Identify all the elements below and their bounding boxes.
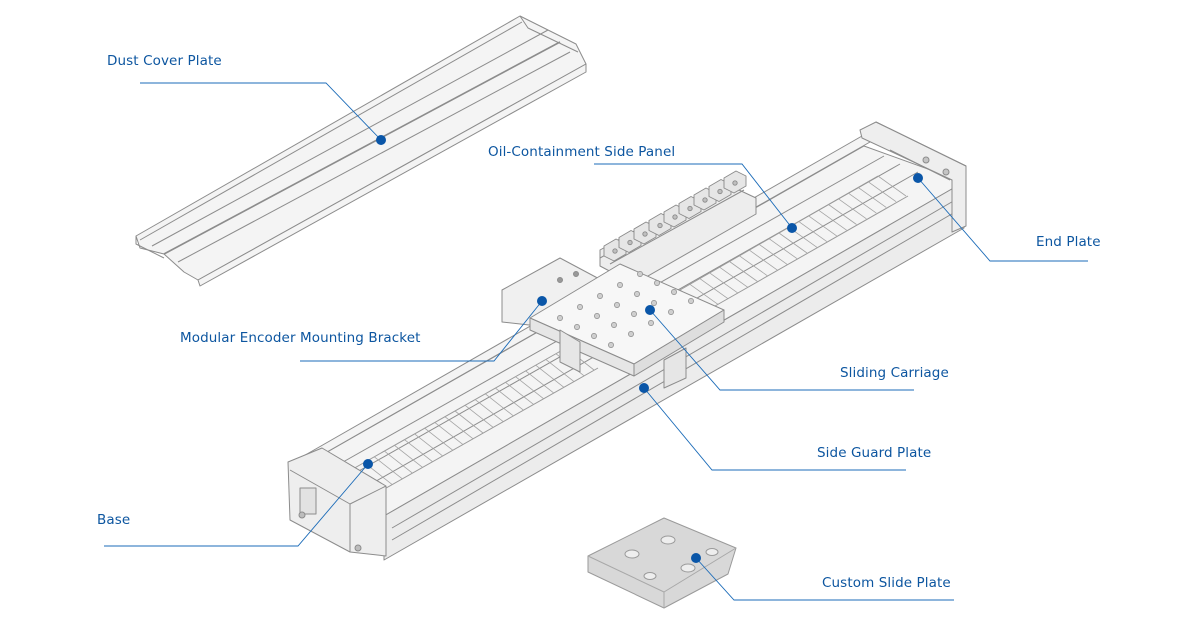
bellows-fold	[818, 209, 847, 231]
bellows-fold	[384, 450, 413, 474]
bellows-fold	[749, 249, 778, 271]
leader-base	[104, 463, 369, 547]
custom-slide-plate-part	[587, 517, 737, 609]
carriage-hole	[608, 342, 614, 348]
label-end-plate: End Plate	[1036, 234, 1101, 250]
bellows-fold	[729, 261, 758, 282]
carriage-hole	[611, 322, 617, 328]
bellows-fold	[515, 376, 544, 399]
carriage-hole	[574, 324, 580, 330]
leader-custom-slide-plate	[695, 557, 954, 601]
cable-chain-pin	[657, 222, 663, 229]
carriage-hole	[631, 311, 637, 317]
carriage-hole	[594, 313, 600, 319]
carriage-hole	[628, 331, 634, 337]
bellows-fold	[474, 399, 504, 422]
carriage-hole	[688, 298, 694, 304]
carriage-hole	[634, 291, 640, 297]
carriage-hole	[648, 320, 654, 326]
bellows-fold	[525, 370, 554, 394]
bellows-fold	[404, 439, 433, 462]
bellows-fold	[414, 433, 443, 457]
cable-chain-pin	[612, 248, 618, 254]
bellows-fold	[495, 387, 524, 411]
bellows-fold	[828, 204, 857, 225]
bellows-fold	[808, 215, 837, 237]
leader-encoder-bracket	[300, 300, 543, 362]
callout-dot-sliding-carriage	[645, 305, 655, 315]
callout-dot-end-plate	[913, 173, 923, 183]
dust-cover-plate-part	[135, 15, 587, 287]
carriage-hole	[557, 315, 563, 321]
cable-chain-links	[603, 170, 747, 262]
bellows-fold	[857, 187, 887, 208]
cable-chain-pin	[717, 188, 723, 195]
leader-side-guard-plate	[643, 387, 906, 471]
cable-chain-pin	[732, 180, 738, 186]
label-dust-cover-plate: Dust Cover Plate	[107, 53, 222, 69]
callout-dot-encoder-bracket	[537, 296, 547, 306]
carriage-hole	[654, 280, 660, 286]
bellows-fold	[758, 244, 788, 265]
label-oil-containment-side-panel: Oil-Containment Side Panel	[488, 144, 676, 160]
bellows-fold	[454, 410, 484, 434]
carriage-hole	[651, 300, 657, 306]
label-modular-encoder-mounting-bracket: Modular Encoder Mounting Bracket	[180, 330, 421, 346]
bellows-fold	[505, 382, 534, 405]
bellows-fold	[485, 393, 514, 417]
carriage-hole	[597, 293, 603, 299]
bellows-fold	[838, 198, 867, 220]
bellows-fold	[699, 278, 729, 299]
label-side-guard-plate: Side Guard Plate	[817, 445, 932, 461]
bellows-fold	[434, 422, 464, 445]
bellows-fold	[545, 359, 575, 382]
label-sliding-carriage: Sliding Carriage	[840, 365, 949, 381]
label-custom-slide-plate: Custom Slide Plate	[822, 575, 951, 591]
bellows-fold	[689, 283, 719, 305]
bellows-fold	[464, 404, 494, 428]
carriage-hole	[591, 333, 597, 339]
bellows-fold	[867, 181, 897, 203]
carriage-hole	[637, 271, 643, 277]
bellows-fold	[778, 232, 808, 254]
leader-end-plate	[917, 177, 1088, 262]
bellows-fold	[739, 255, 768, 277]
bellows-fold	[848, 192, 877, 214]
bellows-fold	[535, 364, 564, 388]
cable-chain-pin	[642, 231, 648, 237]
callout-dot-oil-containment-side-panel	[787, 223, 797, 233]
bellows-fold	[374, 456, 403, 480]
label-base: Base	[97, 512, 131, 528]
cable-chain-pin	[672, 214, 678, 220]
carriage-mounting-holes	[557, 271, 694, 348]
bellows-fold	[424, 427, 453, 451]
bellows-fold	[798, 221, 828, 242]
carriage-hole	[577, 304, 583, 310]
bellows-fold	[877, 175, 907, 197]
bellows-fold	[444, 416, 474, 440]
leader-dust-cover-plate	[140, 82, 382, 141]
leader-oil-containment-side-panel	[594, 163, 793, 229]
bellows-fold	[394, 445, 423, 468]
carriage-hole	[614, 302, 620, 308]
bellows-fold	[709, 272, 738, 294]
carriage-hole	[617, 282, 623, 288]
leader-sliding-carriage	[649, 309, 914, 391]
bellows-fold	[768, 238, 798, 260]
bellows-fold	[719, 266, 748, 288]
carriage-hole	[668, 309, 674, 315]
carriage-hole	[671, 289, 677, 295]
cable-chain-pin	[702, 197, 708, 203]
cable-chain-pin	[627, 239, 633, 246]
callout-dot-base	[363, 459, 373, 469]
callout-dot-side-guard-plate	[639, 383, 649, 393]
cable-chain-pin	[687, 205, 693, 212]
callout-dot-dust-cover-plate	[376, 135, 386, 145]
callout-dot-custom-slide-plate	[691, 553, 701, 563]
